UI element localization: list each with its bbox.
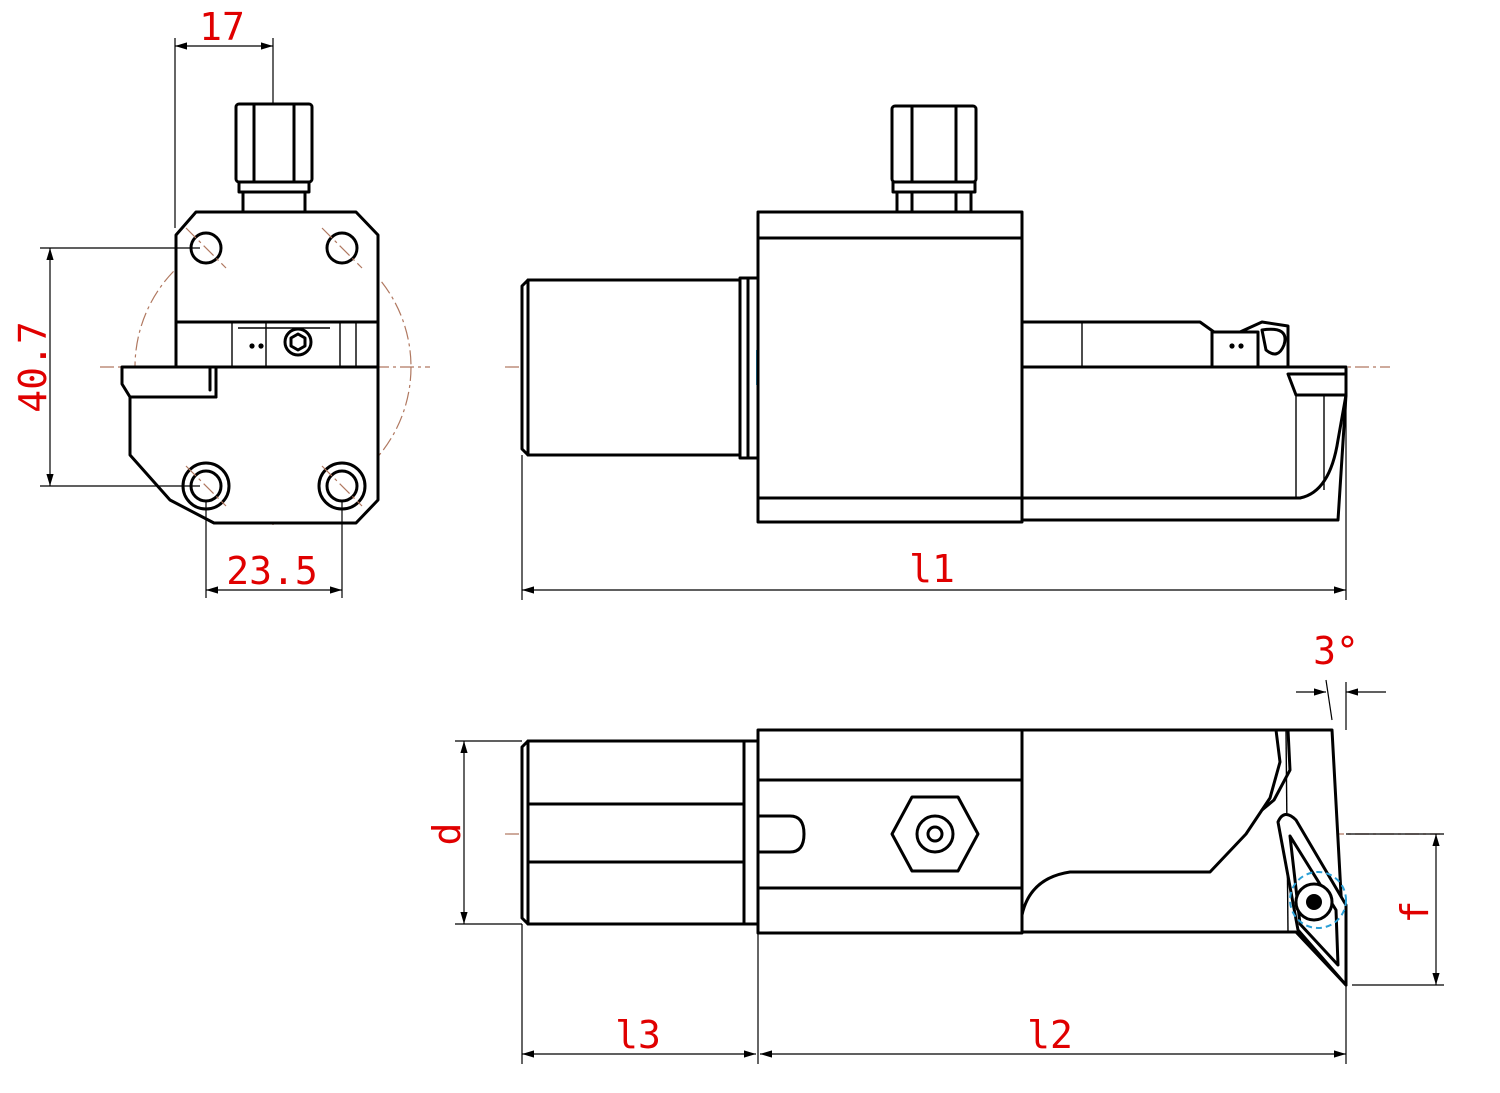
- dim-l2: l2: [1027, 1013, 1073, 1057]
- top-shank: [520, 739, 746, 926]
- dim-40-7: 40.7: [11, 321, 55, 413]
- top-collar: [742, 739, 760, 926]
- side-shank: [520, 278, 742, 457]
- front-clamp-strip: [174, 320, 380, 369]
- screw-dot-icon: [1229, 343, 1235, 349]
- top-view: d f 3° l3 l2: [425, 629, 1444, 1064]
- front-fitting-base: [241, 190, 307, 214]
- insert-inscribed-circle: [1289, 871, 1347, 929]
- screw-dot-icon: [249, 343, 255, 349]
- dim-23-5: 23.5: [226, 549, 318, 593]
- dim-17: 17: [199, 5, 245, 49]
- screw-dot-icon: [1238, 343, 1244, 349]
- side-insert-seat: [1286, 372, 1348, 397]
- screw-dot-icon: [258, 343, 264, 349]
- side-view: l1: [505, 104, 1390, 600]
- side-main-block: [756, 210, 1024, 524]
- insert-tip-icon: [1260, 327, 1287, 356]
- dim-l1: l1: [909, 547, 955, 591]
- dim-d: d: [425, 823, 469, 846]
- side-fitting-base: [895, 190, 973, 214]
- side-fitting-nut: [890, 104, 978, 184]
- side-clamp: [1210, 330, 1260, 369]
- front-view: 17 40.7 23.5: [11, 5, 430, 598]
- dim-3-degrees: 3°: [1313, 629, 1359, 673]
- side-bar-extension: [1020, 320, 1348, 522]
- top-slot: [756, 814, 806, 854]
- front-fitting-nut: [234, 102, 314, 184]
- dim-f: f: [1393, 901, 1437, 924]
- dim-l3: l3: [615, 1013, 661, 1057]
- front-upper-block: [174, 210, 380, 324]
